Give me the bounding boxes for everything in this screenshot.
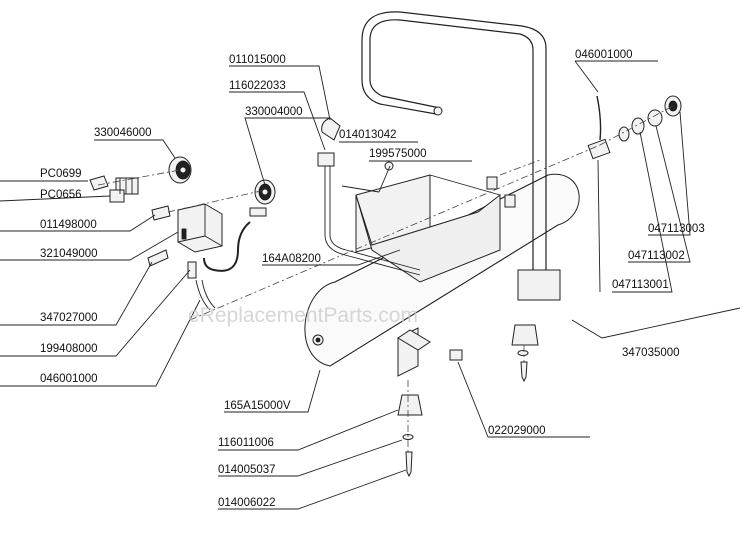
- label-116022033: 116022033: [229, 80, 286, 92]
- label-199575000: 199575000: [369, 148, 427, 160]
- label-165a15000v: 165A15000V: [224, 400, 291, 412]
- label-047113001: 047113001: [612, 279, 669, 291]
- leader-lines: [0, 60, 741, 510]
- label-347035000: 347035000: [622, 347, 680, 359]
- label-pc0656: PC0656: [40, 189, 82, 201]
- label-014013042: 014013042: [339, 129, 397, 141]
- assembly-lines: [97, 105, 674, 452]
- label-014006022: 014006022: [218, 497, 276, 509]
- pump-bracket: [355, 161, 516, 283]
- label-pc0699: PC0699: [40, 168, 82, 180]
- part-labels: 011015000 116022033 330004000 330046000 …: [40, 49, 705, 509]
- regulator-pc0656: [109, 177, 139, 203]
- label-022029000: 022029000: [488, 425, 546, 437]
- fitting-011498000: [151, 205, 171, 221]
- valve-347027000: [147, 249, 169, 267]
- check-valve-group: [587, 95, 682, 160]
- label-321049000: 321049000: [40, 248, 98, 260]
- label-330046000: 330046000: [94, 127, 152, 139]
- watermark: eReplacementParts.com: [188, 304, 418, 327]
- hose-046001000-left: [195, 279, 216, 311]
- fitting-199408000: [187, 261, 197, 279]
- tank-handle: [361, 11, 561, 301]
- power-cord: [203, 221, 251, 272]
- pressure-switch: [177, 203, 223, 253]
- label-011015000: 011015000: [229, 54, 286, 66]
- screw-014006022: [405, 361, 528, 478]
- label-046001000-left: 046001000: [40, 373, 98, 385]
- label-347027000: 347027000: [40, 312, 98, 324]
- label-330004000: 330004000: [245, 106, 303, 118]
- label-014005037: 014005037: [218, 464, 276, 476]
- label-047113003: 047113003: [648, 223, 705, 235]
- label-047113002: 047113002: [628, 250, 685, 262]
- foot-116011006: [397, 324, 539, 416]
- label-199408000: 199408000: [40, 343, 98, 355]
- label-011498000: 011498000: [40, 219, 97, 231]
- gauge-330046000: [168, 156, 192, 184]
- label-164a08200: 164A08200: [262, 253, 321, 265]
- drain-022029000: [449, 349, 463, 361]
- gauge-330004000: [249, 179, 276, 217]
- front-foot-bracket: [397, 327, 431, 377]
- fitting-pc0699: [89, 175, 109, 191]
- tube-116022033: [317, 117, 421, 276]
- label-046001000-right: 046001000: [575, 49, 633, 61]
- label-116011006: 116011006: [218, 437, 274, 449]
